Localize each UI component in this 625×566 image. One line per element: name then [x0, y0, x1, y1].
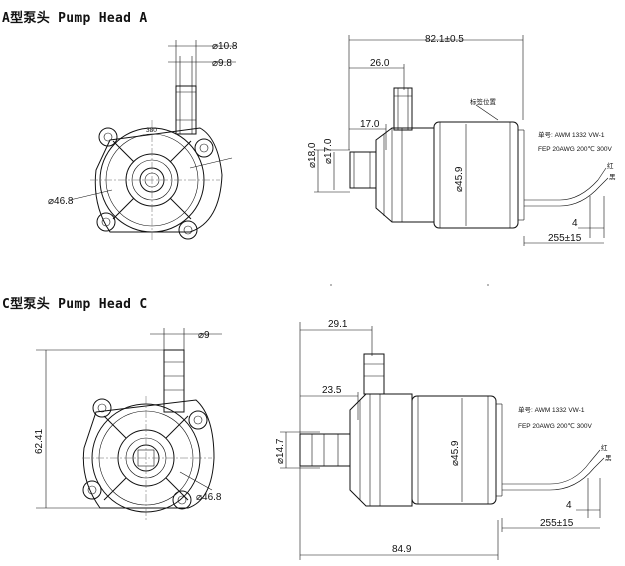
pump-a-dim-inlet-len: 17.0 — [360, 119, 380, 130]
pump-a-dim-wire-strip: 4 — [572, 218, 578, 229]
pump-c-dim-body: ⌀46.8 — [196, 492, 222, 503]
pump-c-dim-wire-len: 255±15 — [540, 518, 574, 529]
pump-a-label-tag: 标签位置 — [470, 97, 497, 106]
pump-c-heading: C型泵头 Pump Head C — [2, 297, 148, 312]
pump-c-side-view — [280, 322, 605, 560]
pump-c-dim-outlet: ⌀9 — [198, 330, 210, 341]
pump-a-dim-length: 82.1±0.5 — [425, 34, 464, 45]
pump-a-dim-wire-len: 255±15 — [548, 233, 582, 244]
pump-a-dim-inlet-outer: ⌀18.0 — [307, 142, 318, 168]
pump-a-cable-spec-1: 单号: AWM 1332 VW-1 — [538, 130, 605, 139]
pump-a-dim-outlet-pos: 26.0 — [370, 58, 390, 69]
pump-c-dim-wire-strip: 4 — [566, 500, 572, 511]
pump-c-dim-height: 62.41 — [34, 429, 45, 454]
pump-a-wire-red: 红 — [607, 161, 614, 170]
pump-c-dim-outlet-pos: 29.1 — [328, 319, 348, 330]
pump-a-side-view — [314, 35, 609, 246]
pump-a-wire-black: 黑 — [609, 173, 616, 181]
pump-a-logo: 380 — [146, 127, 157, 134]
pump-a-dim-motor: ⌀45.9 — [454, 166, 465, 192]
pump-c-cable-spec-2: FEP 20AWG 200℃ 300V — [518, 422, 592, 430]
pump-c-wire-black: 黑 — [605, 454, 612, 462]
pump-a-dim-outlet-inner: ⌀9.8 — [212, 58, 232, 69]
pump-a-front-view: 380 — [69, 40, 236, 240]
pump-a-cable-spec-2: FEP 20AWG 200℃ 300V — [538, 145, 612, 153]
pump-a-dim-inlet-inner: ⌀17.0 — [323, 138, 334, 164]
pump-c-dim-motor: ⌀45.9 — [450, 440, 461, 466]
pump-c-dim-inlet: ⌀14.7 — [275, 438, 286, 464]
pump-c-front-view — [36, 328, 222, 520]
pump-a-dim-outlet-outer: ⌀10.8 — [212, 41, 238, 52]
pump-a-heading: A型泵头 Pump Head A — [2, 11, 148, 26]
pump-c-dim-length: 84.9 — [392, 544, 412, 555]
pump-c-wire-red: 红 — [601, 443, 608, 452]
pump-c-dim-inlet-len: 23.5 — [322, 385, 342, 396]
pump-a-dim-body: ⌀46.8 — [48, 196, 74, 207]
pump-c-cable-spec-1: 单号: AWM 1332 VW-1 — [518, 405, 585, 414]
